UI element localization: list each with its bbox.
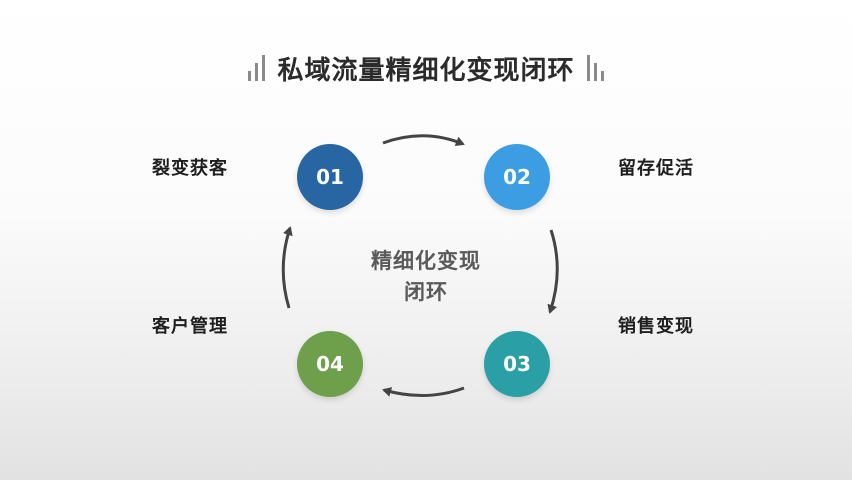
title-row: 私域流量精细化变现闭环 [0, 44, 852, 92]
arrow-03-to-04 [382, 386, 465, 397]
stage-label-04: 客户管理 [152, 316, 228, 337]
node-02: 02 [484, 144, 550, 210]
arrow-02-to-03 [547, 229, 559, 314]
title-decoration-left [248, 55, 266, 81]
arrow-04-to-01 [281, 226, 293, 309]
stage-label-02: 留存促活 [618, 158, 694, 179]
stage-label-01: 裂变获客 [152, 158, 228, 179]
node-03-number: 03 [503, 352, 531, 376]
center-label-line1: 精细化变现 [371, 249, 481, 273]
node-01-number: 01 [316, 165, 344, 189]
node-03: 03 [484, 331, 550, 397]
node-04-number: 04 [316, 352, 344, 376]
page-title: 私域流量精细化变现闭环 [277, 55, 575, 86]
node-02-number: 02 [503, 165, 531, 189]
node-01: 01 [297, 144, 363, 210]
node-04: 04 [297, 331, 363, 397]
arrow-01-to-02 [382, 134, 465, 146]
center-label-line2: 闭环 [404, 280, 448, 304]
stage-label-03: 销售变现 [618, 316, 694, 337]
center-label: 精细化变现 闭环 [340, 246, 512, 308]
title-decoration-right [586, 55, 604, 81]
